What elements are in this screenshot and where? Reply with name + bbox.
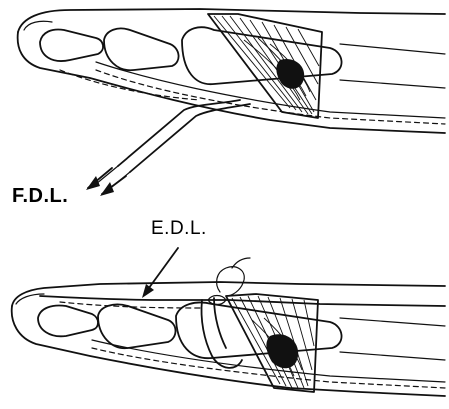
bottom-toe-underside xyxy=(12,306,445,396)
edl-label: E.D.L. xyxy=(151,218,207,240)
top-arrowhead-1 xyxy=(86,176,100,190)
top-proximal-phalanx xyxy=(182,27,342,84)
bottom-middle-phalanx xyxy=(98,304,176,348)
top-arrowhead-2 xyxy=(100,182,114,196)
top-middle-phalanx xyxy=(104,28,179,70)
bottom-edl-arrowhead xyxy=(142,284,154,298)
top-hood-fibers xyxy=(214,16,319,114)
top-metatarsal xyxy=(340,44,445,88)
fdl-label: F.D.L. xyxy=(12,185,68,208)
bottom-distal-phalanx xyxy=(38,306,98,337)
bottom-metatarsal xyxy=(340,318,445,360)
top-toe-illustration xyxy=(18,9,445,196)
bottom-edl-arrow xyxy=(146,248,178,292)
top-fdl-tendon-2 xyxy=(130,104,250,172)
top-nail xyxy=(24,21,52,30)
top-distal-phalanx xyxy=(40,30,103,62)
top-hood-knot xyxy=(276,59,304,89)
bottom-toe-illustration xyxy=(12,248,445,396)
